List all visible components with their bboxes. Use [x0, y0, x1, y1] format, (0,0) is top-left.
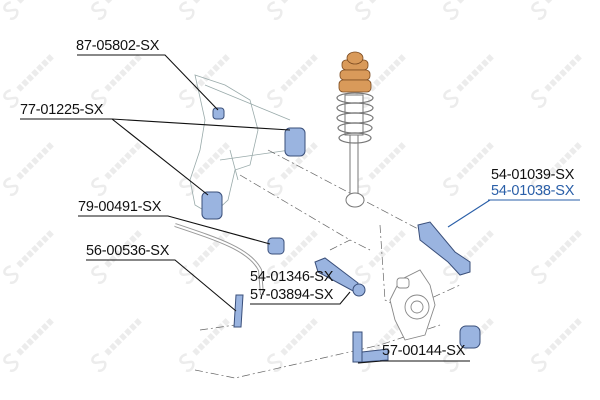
- bushing-87-05802: [212, 107, 225, 120]
- bushing-knuckle: [459, 325, 481, 349]
- watermark-logo: [91, 141, 143, 196]
- leader-line-54-01038: [447, 199, 580, 228]
- label-54-01039: 54-01039-SX: [491, 167, 575, 183]
- watermark-logo: [3, 229, 55, 284]
- watermark-logo: [443, 0, 495, 20]
- label-87-05802: 87-05802-SX: [76, 38, 160, 54]
- arm-54-01039: [417, 221, 471, 276]
- label-56-00536: 56-00536-SX: [86, 243, 170, 259]
- label-79-00491: 79-00491-SX: [78, 199, 162, 215]
- label-54-01038: 54-01038-SX: [491, 183, 575, 199]
- watermark-logo: [179, 0, 231, 20]
- ball-joint-57-03894: [352, 283, 366, 297]
- watermark-logo: [3, 141, 55, 196]
- watermark-logo: [91, 0, 143, 20]
- wheel-knuckle: [389, 269, 436, 341]
- label-54-01346: 54-01346-SX: [250, 269, 334, 285]
- watermark-logo: [267, 0, 319, 20]
- bushing-77-01225-upper: [284, 127, 306, 157]
- watermark-logo: [3, 0, 55, 20]
- bushing-77-01225-lower: [201, 191, 223, 220]
- watermark-logo: [179, 53, 231, 108]
- bushing-79-00491: [267, 237, 285, 255]
- watermark-logo: [531, 317, 583, 372]
- shock-absorber: [336, 92, 374, 208]
- label-77-01225: 77-01225-SX: [20, 102, 104, 118]
- leader-lines: [20, 54, 470, 364]
- watermark-logo: [531, 229, 583, 284]
- highlighted-parts: [201, 107, 481, 363]
- watermark-logo: [91, 53, 143, 108]
- watermark-logo: [531, 141, 583, 196]
- label-57-03894: 57-03894-SX: [250, 287, 334, 303]
- label-57-00144: 57-00144-SX: [382, 343, 466, 359]
- watermark-logo: [531, 0, 583, 20]
- watermark-logo: [355, 0, 407, 20]
- watermark-logo: [531, 53, 583, 108]
- stabilizer-bar: [174, 223, 264, 296]
- subframe-outline: [189, 74, 291, 216]
- link-56-00536: [233, 294, 244, 328]
- bump-stop: [338, 51, 372, 93]
- link-57-00144: [352, 331, 363, 363]
